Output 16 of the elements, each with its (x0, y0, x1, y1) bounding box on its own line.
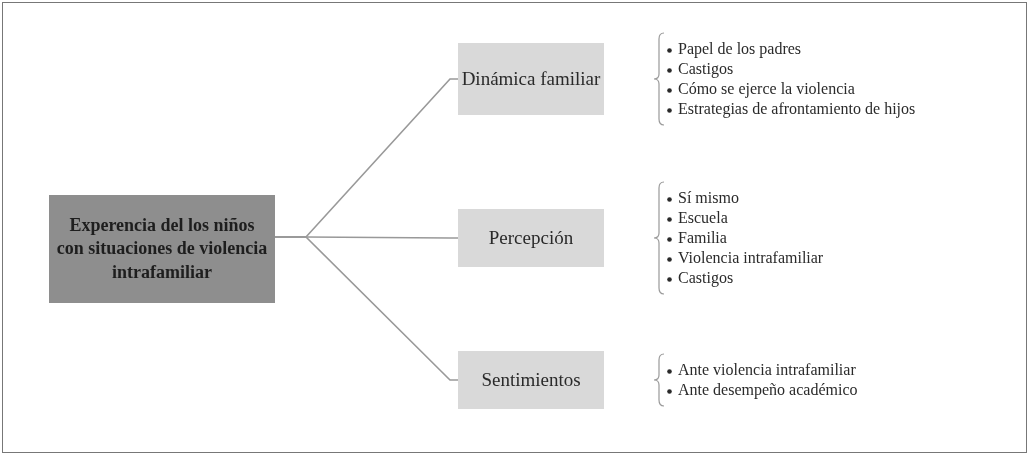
bullet-item: Castigos (678, 269, 734, 286)
root-box: Experencia del los niños con situaciones de violencia intrafamiliar (49, 195, 275, 303)
bullet-item: Escuela (678, 209, 728, 226)
category-box: Sentimientos (458, 351, 604, 409)
bullet-item: Familia (678, 229, 727, 246)
bullet-item: Estrategias de afrontamiento de hijos (678, 100, 916, 117)
bullet-item: Ante violencia intrafamiliar (678, 361, 856, 378)
bullet-item: Violencia intrafamiliar (678, 249, 824, 266)
bullet-item: Sí mismo (678, 189, 739, 206)
category-box: Dinámica familiar (458, 43, 604, 115)
bullet-item: Cómo se ejerce la violencia (678, 80, 855, 97)
bullet-item: Papel de los padres (678, 40, 802, 57)
bullet-item: Ante desempeño académico (678, 381, 858, 398)
category-box: Percepción (458, 209, 604, 267)
bullet-item: Castigos (678, 60, 734, 77)
connector-line (274, 236, 459, 381)
